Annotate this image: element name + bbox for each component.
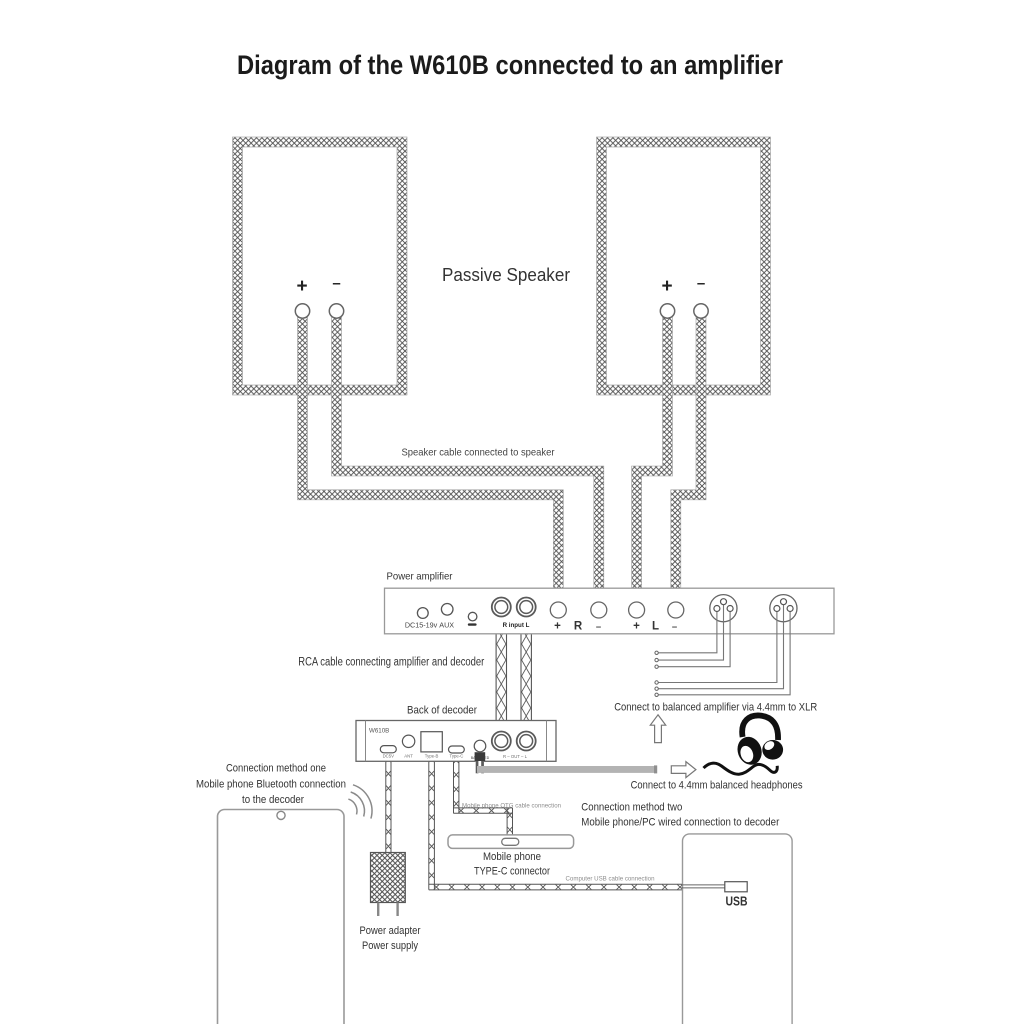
svg-text:Passive Speaker: Passive Speaker: [442, 264, 570, 285]
svg-text:Back of decoder: Back of decoder: [407, 705, 477, 717]
svg-text:–: –: [332, 275, 340, 292]
svg-text:Power amplifier: Power amplifier: [387, 572, 454, 583]
svg-text:Mobile phone OTG cable connect: Mobile phone OTG cable connection: [462, 802, 561, 809]
svg-text:Connection method two: Connection method two: [581, 802, 682, 814]
svg-text:Mobile phone: Mobile phone: [483, 851, 541, 863]
svg-text:Type-C: Type-C: [449, 753, 463, 758]
svg-text:–: –: [697, 275, 705, 292]
svg-text:R: R: [574, 621, 583, 633]
svg-text:AUX: AUX: [439, 621, 454, 630]
svg-text:TYPE-C connector: TYPE-C connector: [474, 866, 550, 878]
svg-text:L: L: [652, 621, 659, 633]
svg-text:R – OUT – L: R – OUT – L: [503, 754, 528, 759]
svg-text:Type-B: Type-B: [425, 753, 439, 758]
svg-text:Mobile phone Bluetooth connect: Mobile phone Bluetooth connection: [196, 779, 346, 791]
svg-text:RCA cable connecting amplifier: RCA cable connecting amplifier and decod…: [298, 657, 484, 669]
svg-text:DC15-19v: DC15-19v: [405, 621, 438, 630]
svg-text:–: –: [672, 622, 677, 633]
svg-text:Speaker cable connected to spe: Speaker cable connected to speaker: [402, 448, 556, 459]
svg-text:Mobile phone/PC wired connecti: Mobile phone/PC wired connection to deco…: [581, 817, 779, 829]
svg-text:Diagram of the W610B connected: Diagram of the W610B connected to an amp…: [237, 50, 783, 80]
svg-text:ANT: ANT: [404, 753, 413, 758]
svg-text:DC5V: DC5V: [383, 753, 395, 758]
svg-text:+: +: [633, 621, 640, 633]
svg-text:Power supply: Power supply: [362, 940, 419, 952]
svg-text:R input L: R input L: [503, 622, 530, 629]
svg-text:+: +: [661, 276, 672, 297]
svg-text:+: +: [296, 276, 307, 297]
svg-text:+: +: [554, 621, 561, 633]
svg-text:to the decoder: to the decoder: [242, 794, 304, 806]
svg-text:Connect to balanced amplifier: Connect to balanced amplifier via 4.4mm …: [614, 702, 817, 714]
svg-text:–: –: [596, 622, 601, 633]
svg-text:W610B: W610B: [369, 727, 389, 734]
svg-text:Power adapter: Power adapter: [360, 925, 421, 937]
svg-text:Connect to 4.4mm balanced head: Connect to 4.4mm balanced headphones: [631, 780, 803, 792]
svg-text:Connection method one: Connection method one: [226, 763, 326, 775]
svg-text:USB: USB: [726, 895, 748, 909]
svg-text:Computer USB cable connection: Computer USB cable connection: [566, 876, 655, 883]
